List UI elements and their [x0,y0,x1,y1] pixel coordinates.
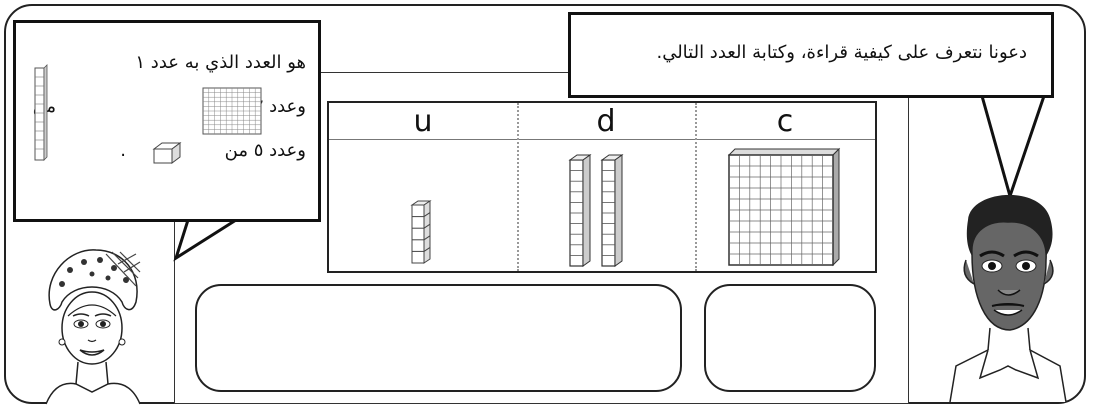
answer-box-narrow[interactable] [704,284,876,392]
tens-header: d [596,104,616,139]
tens-rod-icon [600,154,624,267]
column-divider [517,103,519,271]
left-bubble-line3a: وعدد ٥ من [224,140,306,161]
units-cubes-icon [410,200,432,264]
girl-illustration [45,249,141,405]
boy-illustration [949,194,1067,403]
left-speech-bubble: هو العدد الذي به عدد ١ وعدد ٢ من من وعدد… [13,20,321,222]
hundreds-flat-icon [727,147,841,267]
hundreds-header: c [776,104,794,139]
place-value-table: u d c [327,101,877,273]
right-speech-bubble: دعونا نتعرف على كيفية قراءة، وكتابة العد… [568,12,1054,98]
tens-rod-icon [34,64,48,161]
unit-cube-icon [152,142,182,164]
place-value-header-row: u d c [329,103,875,140]
right-bubble-text: دعونا نتعرف على كيفية قراءة، وكتابة العد… [656,42,1027,63]
hundreds-flat-icon [202,87,262,135]
left-bubble-line3b: . [120,140,126,161]
answer-box-wide[interactable] [195,284,682,392]
units-header: u [413,104,433,139]
column-divider [695,103,697,271]
left-bubble-line1: هو العدد الذي به عدد ١ [135,52,306,73]
tens-rod-icon [568,154,592,267]
